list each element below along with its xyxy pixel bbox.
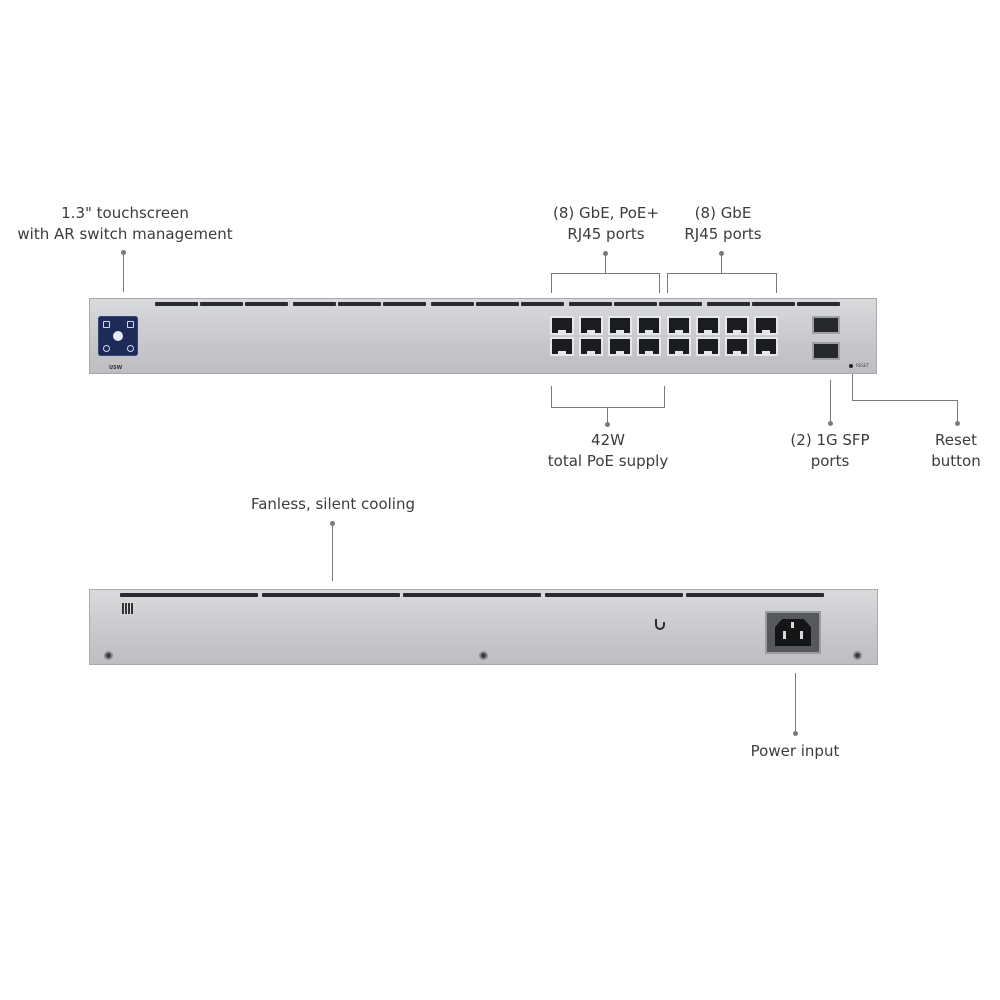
sfp-port-icon[interactable] [812,342,840,360]
touchscreen-icon[interactable] [98,316,138,356]
switch-front-panel [89,298,877,374]
vent-slot [797,302,840,306]
vent-slot [293,302,336,306]
rj45-port-icon[interactable] [754,337,778,356]
brand-logo-icon [655,619,665,630]
rj45-port-icon[interactable] [637,316,661,335]
vent-slot [383,302,426,306]
vent-slot [614,302,657,306]
vent-slot [403,593,541,597]
rj45-port-icon[interactable] [608,337,632,356]
rj45-port-icon[interactable] [637,337,661,356]
vent-slot [245,302,288,306]
rj45-port-icon[interactable] [754,316,778,335]
vent-slot [752,302,795,306]
reset-text: RESET [856,363,869,368]
vent-slot [476,302,519,306]
rj45-port-icon[interactable] [667,316,691,335]
vent-slot [155,302,198,306]
screw-icon [479,651,488,660]
reset-button[interactable] [849,364,853,368]
sfp-port-icon[interactable] [812,316,840,334]
cooling-label: Fanless, silent cooling [250,495,415,513]
rj45-port-icon[interactable] [579,337,603,356]
screw-icon [853,651,862,660]
poe-ports-label: (8) GbE, PoE+RJ45 ports [553,204,659,243]
power-input-label: Power input [750,742,840,760]
rj45-port-icon[interactable] [725,337,749,356]
vent-slot [431,302,474,306]
vent-slot [262,593,400,597]
vent-slot [686,593,824,597]
rj45-port-icon[interactable] [696,337,720,356]
rj45-port-icon[interactable] [550,337,574,356]
vent-slot [200,302,243,306]
vent-slot [545,593,683,597]
rj45-port-icon[interactable] [725,316,749,335]
power-socket-icon[interactable] [765,611,821,654]
vent-slot [659,302,702,306]
front-logo: USW [109,365,123,371]
vent-slot [521,302,564,306]
vent-slot [120,593,258,597]
vent-slot [338,302,381,306]
vent-slot [707,302,750,306]
rj45-port-icon[interactable] [579,316,603,335]
rj45-port-icon[interactable] [608,316,632,335]
vent-slot [569,302,612,306]
rj45-port-icon[interactable] [667,337,691,356]
qr-code-icon [122,603,133,614]
rj45-port-icon[interactable] [550,316,574,335]
screw-icon [104,651,113,660]
rj45-port-icon[interactable] [696,316,720,335]
